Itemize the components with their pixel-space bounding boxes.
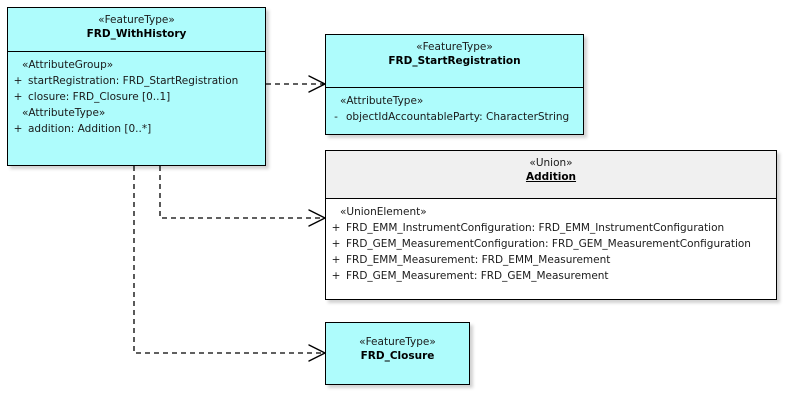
attribute-text: closure: FRD_Closure [0..1]: [28, 91, 171, 103]
attribute-row[interactable]: + FRD_GEM_MeasurementConfiguration: FRD_…: [326, 236, 776, 252]
visibility-marker: +: [331, 222, 341, 234]
visibility-marker: +: [331, 254, 341, 266]
attribute-row[interactable]: + startRegistration: FRD_StartRegistrati…: [8, 73, 265, 89]
class-stereotype: «FeatureType»: [359, 336, 436, 348]
attribute-text: startRegistration: FRD_StartRegistration: [28, 75, 239, 87]
attribute-text: FRD_EMM_Measurement: FRD_EMM_Measurement: [346, 254, 611, 266]
class-name: FRD_WithHistory: [86, 28, 187, 40]
open-arrowhead-icon: [308, 344, 327, 362]
connector-dependency-closure[interactable]: [133, 166, 327, 362]
connector-line: [159, 166, 324, 219]
visibility-marker: -: [334, 111, 338, 123]
attribute-row[interactable]: + FRD_EMM_InstrumentConfiguration: FRD_E…: [326, 220, 776, 236]
attribute-row[interactable]: + addition: Addition [0..*]: [8, 121, 265, 137]
visibility-marker: +: [331, 238, 341, 250]
class-attributes-compartment: «AttributeType» - objectIdAccountablePar…: [326, 88, 583, 130]
attribute-group-label: «AttributeType»: [22, 107, 106, 119]
class-box-frd-startregistration[interactable]: «FeatureType» FRD_StartRegistration «Att…: [325, 34, 584, 135]
attribute-row[interactable]: + FRD_GEM_Measurement: FRD_GEM_Measureme…: [326, 268, 776, 284]
class-box-frd-closure[interactable]: «FeatureType» FRD_Closure: [325, 322, 470, 385]
class-attributes-compartment: «AttributeGroup» + startRegistration: FR…: [8, 52, 265, 142]
class-header: «FeatureType» FRD_Closure: [326, 323, 469, 384]
visibility-marker: +: [13, 91, 23, 103]
class-name: FRD_StartRegistration: [388, 55, 521, 67]
attribute-group-label: «AttributeGroup»: [22, 59, 114, 71]
class-header: «FeatureType» FRD_StartRegistration: [326, 35, 583, 88]
connector-dependency-startregistration[interactable]: [266, 75, 327, 93]
attribute-text: FRD_EMM_InstrumentConfiguration: FRD_EMM…: [346, 222, 725, 234]
class-box-frd-withhistory[interactable]: «FeatureType» FRD_WithHistory «Attribute…: [7, 7, 266, 166]
class-stereotype: «FeatureType»: [98, 14, 175, 26]
attribute-row[interactable]: + FRD_EMM_Measurement: FRD_EMM_Measureme…: [326, 252, 776, 268]
class-name: Addition: [525, 171, 577, 183]
visibility-marker: +: [331, 270, 341, 282]
visibility-marker: +: [13, 123, 23, 135]
attribute-text: FRD_GEM_MeasurementConfiguration: FRD_GE…: [346, 238, 751, 250]
attribute-text: objectIdAccountableParty: CharacterStrin…: [346, 111, 570, 123]
attribute-group-label: «AttributeType»: [340, 95, 424, 107]
attribute-text: addition: Addition [0..*]: [28, 123, 152, 135]
class-box-addition[interactable]: «Union» Addition «UnionElement» + FRD_EM…: [325, 150, 777, 300]
attribute-row[interactable]: - objectIdAccountableParty: CharacterStr…: [326, 109, 583, 125]
visibility-marker: +: [13, 75, 23, 87]
attribute-text: FRD_GEM_Measurement: FRD_GEM_Measurement: [346, 270, 609, 282]
class-stereotype: «Union»: [529, 157, 573, 169]
open-arrowhead-icon: [308, 75, 327, 93]
connector-dependency-addition[interactable]: [159, 166, 327, 227]
connector-line: [133, 166, 324, 354]
attribute-row[interactable]: + closure: FRD_Closure [0..1]: [8, 89, 265, 105]
class-header: «Union» Addition: [326, 151, 776, 199]
class-name: FRD_Closure: [360, 350, 435, 362]
open-arrowhead-icon: [308, 209, 327, 227]
class-stereotype: «FeatureType»: [416, 41, 493, 53]
class-header: «FeatureType» FRD_WithHistory: [8, 8, 265, 52]
attribute-group-label: «UnionElement»: [340, 206, 427, 218]
class-attributes-compartment: «UnionElement» + FRD_EMM_InstrumentConfi…: [326, 199, 776, 289]
